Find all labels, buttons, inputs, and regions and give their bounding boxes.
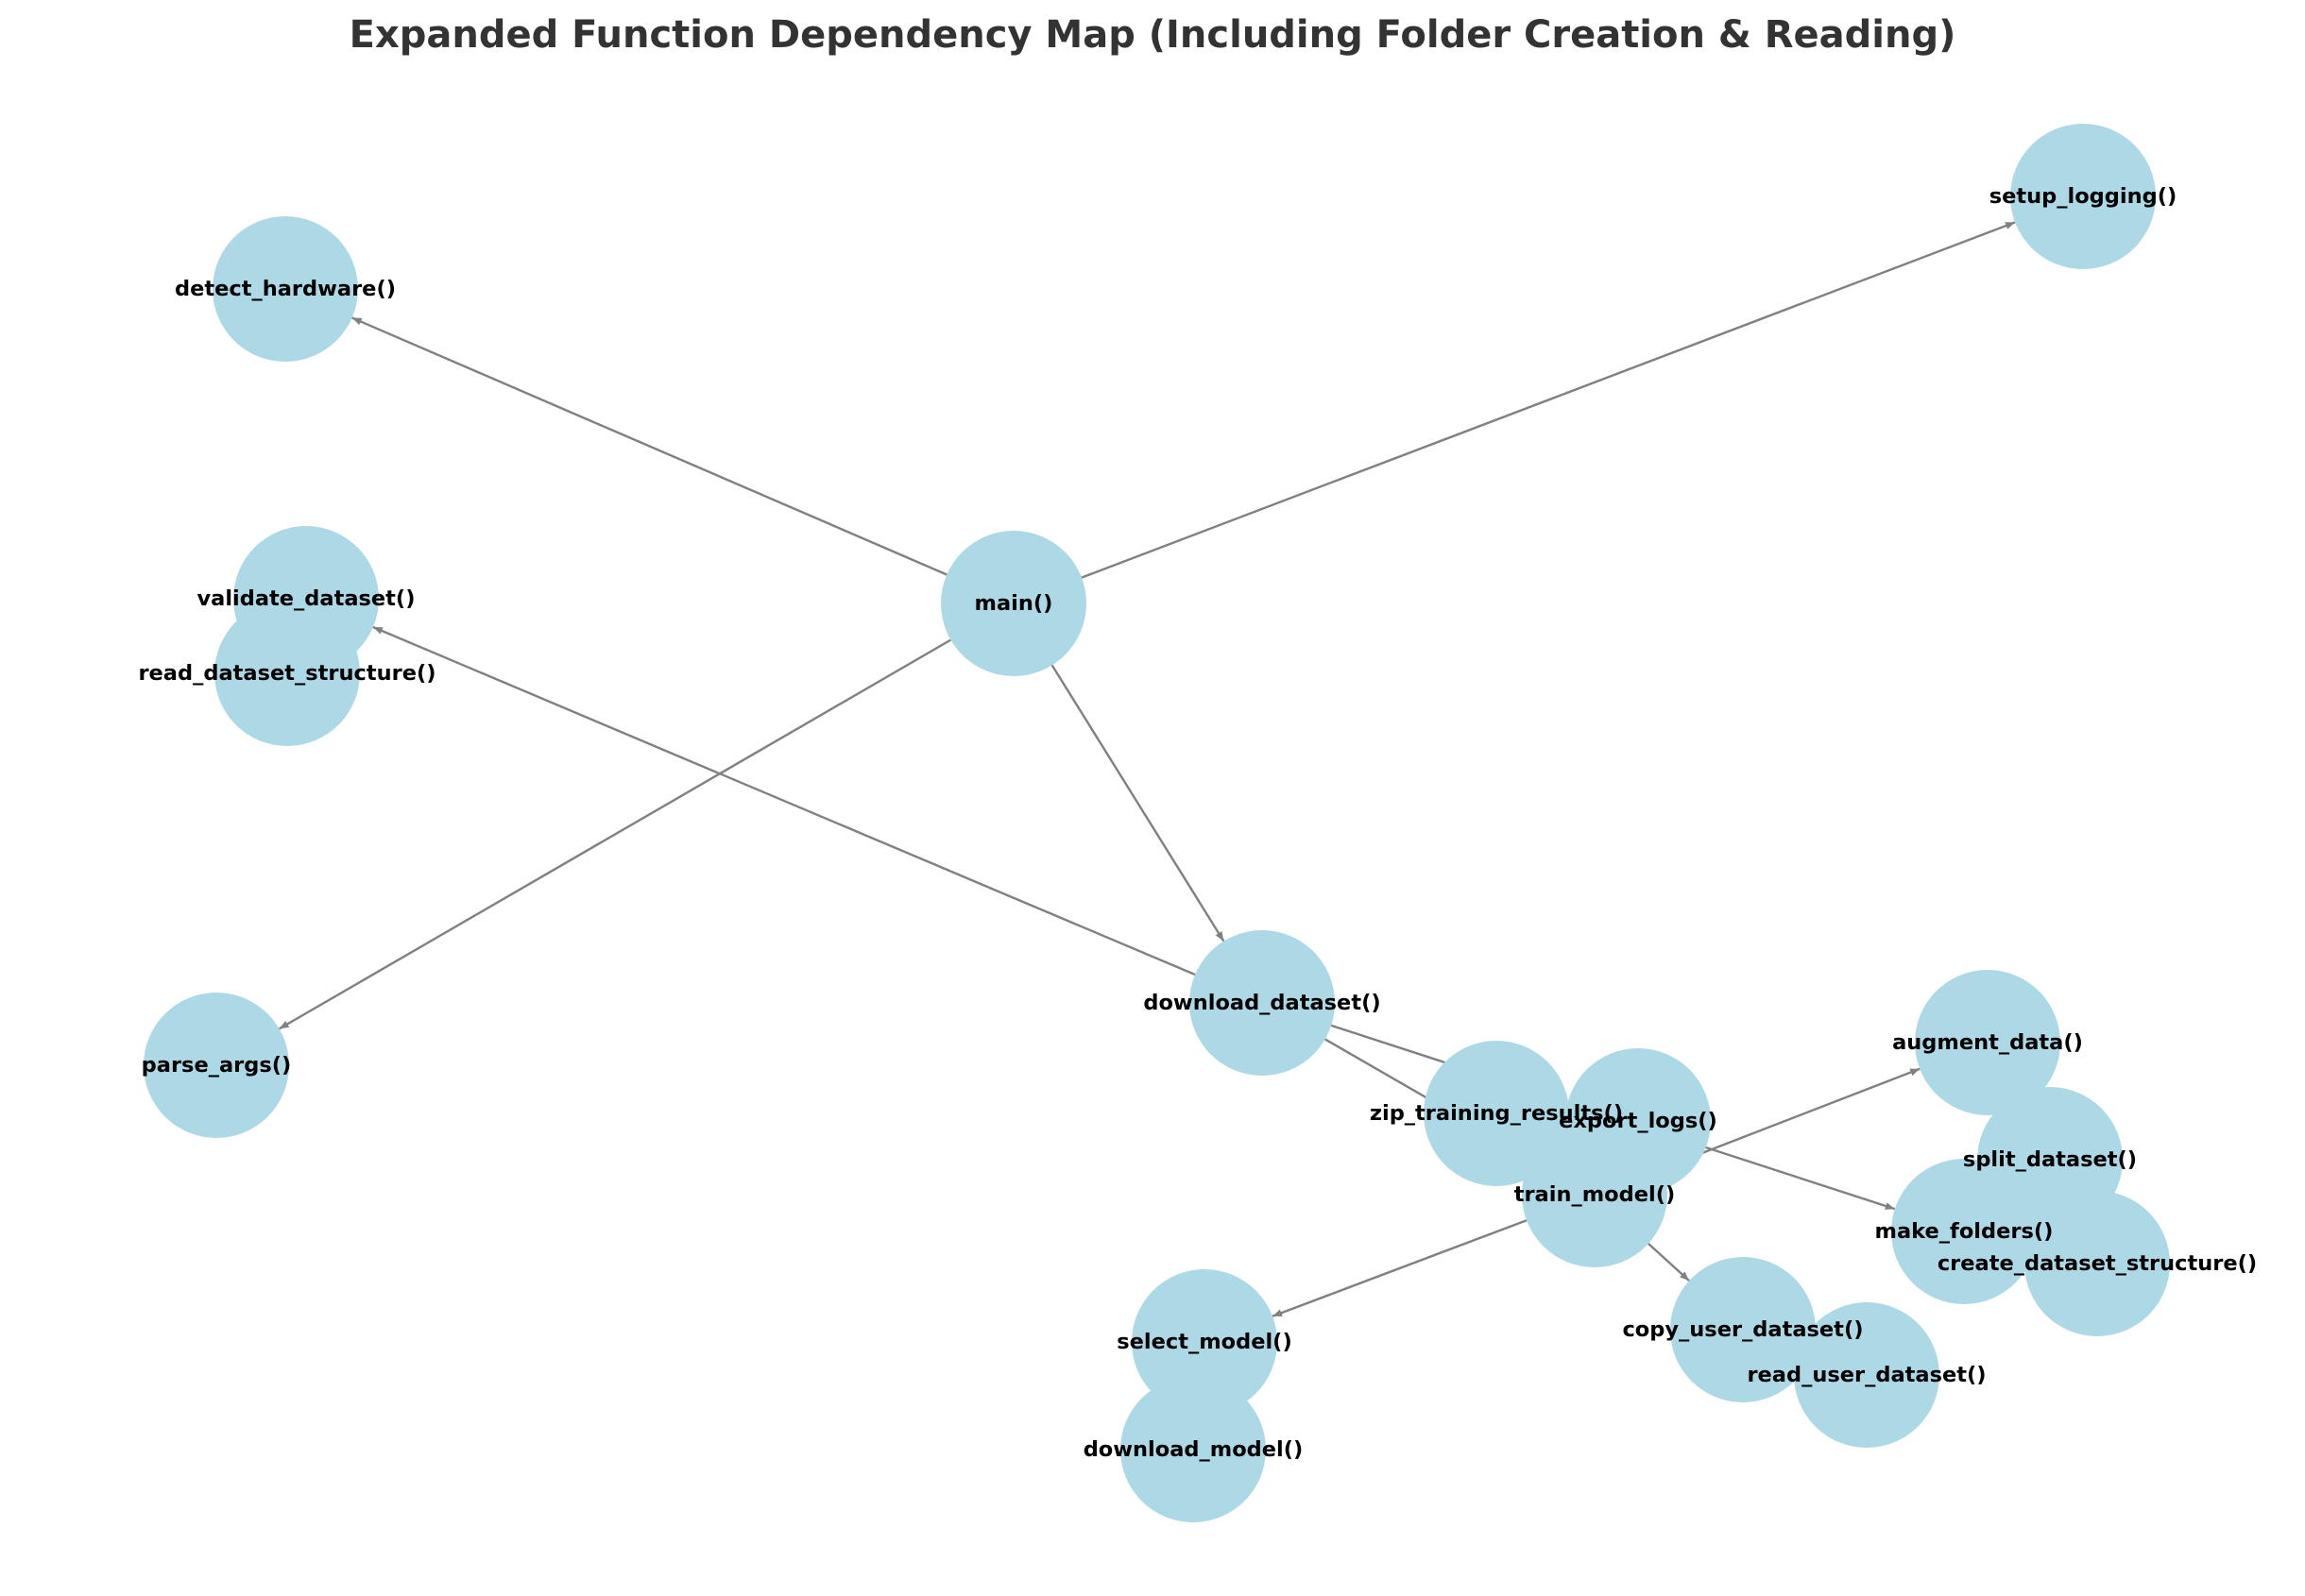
node-circle-read_dataset_structure xyxy=(214,601,360,746)
node-download_dataset xyxy=(1189,930,1335,1076)
edge-train_model-to-copy_user_dataset xyxy=(1648,1242,1690,1282)
node-augment_data xyxy=(1915,970,2060,1115)
node-circle-read_user_dataset xyxy=(1794,1302,1939,1448)
node-label-detect_hardware: detect_hardware() xyxy=(175,277,396,301)
node-label-make_folders: make_folders() xyxy=(1875,1219,2054,1244)
node-create_dataset_structure xyxy=(2024,1191,2170,1336)
node-label-export_logs: export_logs() xyxy=(1559,1109,1717,1133)
node-circle-create_dataset_structure xyxy=(2024,1191,2170,1336)
node-make_folders xyxy=(1891,1159,2037,1304)
node-circle-train_model xyxy=(1522,1122,1667,1267)
node-setup_logging xyxy=(2010,124,2156,269)
node-label-download_dataset: download_dataset() xyxy=(1143,991,1380,1015)
node-label-select_model: select_model() xyxy=(1117,1330,1292,1354)
node-circle-download_model xyxy=(1120,1377,1266,1522)
node-label-copy_user_dataset: copy_user_dataset() xyxy=(1622,1317,1863,1342)
edge-main-to-setup_logging xyxy=(1081,221,2016,579)
node-circle-setup_logging xyxy=(2010,124,2156,269)
node-train_model xyxy=(1522,1122,1667,1267)
node-read_user_dataset xyxy=(1794,1302,1939,1448)
node-label-read_dataset_structure: read_dataset_structure() xyxy=(138,661,435,686)
node-select_model xyxy=(1132,1269,1277,1415)
node-label-read_user_dataset: read_user_dataset() xyxy=(1747,1363,1986,1387)
node-label-validate_dataset: validate_dataset() xyxy=(196,586,415,611)
node-label-download_model: download_model() xyxy=(1084,1437,1304,1462)
node-label-train_model: train_model() xyxy=(1514,1182,1676,1207)
node-label-parse_args: parse_args() xyxy=(142,1053,292,1078)
node-copy_user_dataset xyxy=(1670,1257,1816,1402)
node-label-create_dataset_structure: create_dataset_structure() xyxy=(1938,1251,2257,1276)
node-circle-augment_data xyxy=(1915,970,2060,1115)
edge-train_model-to-select_model xyxy=(1272,1219,1528,1317)
node-circle-copy_user_dataset xyxy=(1670,1257,1816,1402)
node-parse_args xyxy=(144,993,289,1138)
edge-main-to-download_dataset xyxy=(1050,664,1225,942)
node-read_dataset_structure xyxy=(214,601,360,746)
edge-download_dataset-to-validate_dataset xyxy=(372,625,1196,976)
node-circle-zip_training_results xyxy=(1424,1041,1569,1186)
nodes-layer: setup_logging() detect_hardware() validate… xyxy=(138,124,2257,1522)
node-circle-main xyxy=(941,531,1086,676)
node-label-main: main() xyxy=(975,591,1053,616)
node-circle-select_model xyxy=(1132,1269,1277,1415)
node-circle-detect_hardware xyxy=(213,216,358,362)
node-label-split_dataset: split_dataset() xyxy=(1963,1147,2137,1172)
diagram-title: Expanded Function Dependency Map (Includ… xyxy=(349,13,1956,57)
node-download_model xyxy=(1120,1377,1266,1522)
edge-main-to-parse_args xyxy=(279,638,951,1030)
node-zip_training_results xyxy=(1424,1041,1569,1186)
node-detect_hardware xyxy=(213,216,358,362)
node-circle-parse_args xyxy=(144,993,289,1138)
node-circle-make_folders xyxy=(1891,1159,2037,1304)
node-main xyxy=(941,531,1086,676)
node-label-zip_training_results: zip_training_results() xyxy=(1370,1101,1623,1126)
edge-main-to-detect_hardware xyxy=(351,316,948,576)
edges-layer xyxy=(279,221,2016,1317)
edge-train_model-to-augment_data xyxy=(1662,1067,1921,1170)
node-label-setup_logging: setup_logging() xyxy=(1989,184,2177,209)
node-label-augment_data: augment_data() xyxy=(1892,1030,2083,1055)
node-circle-download_dataset xyxy=(1189,930,1335,1076)
